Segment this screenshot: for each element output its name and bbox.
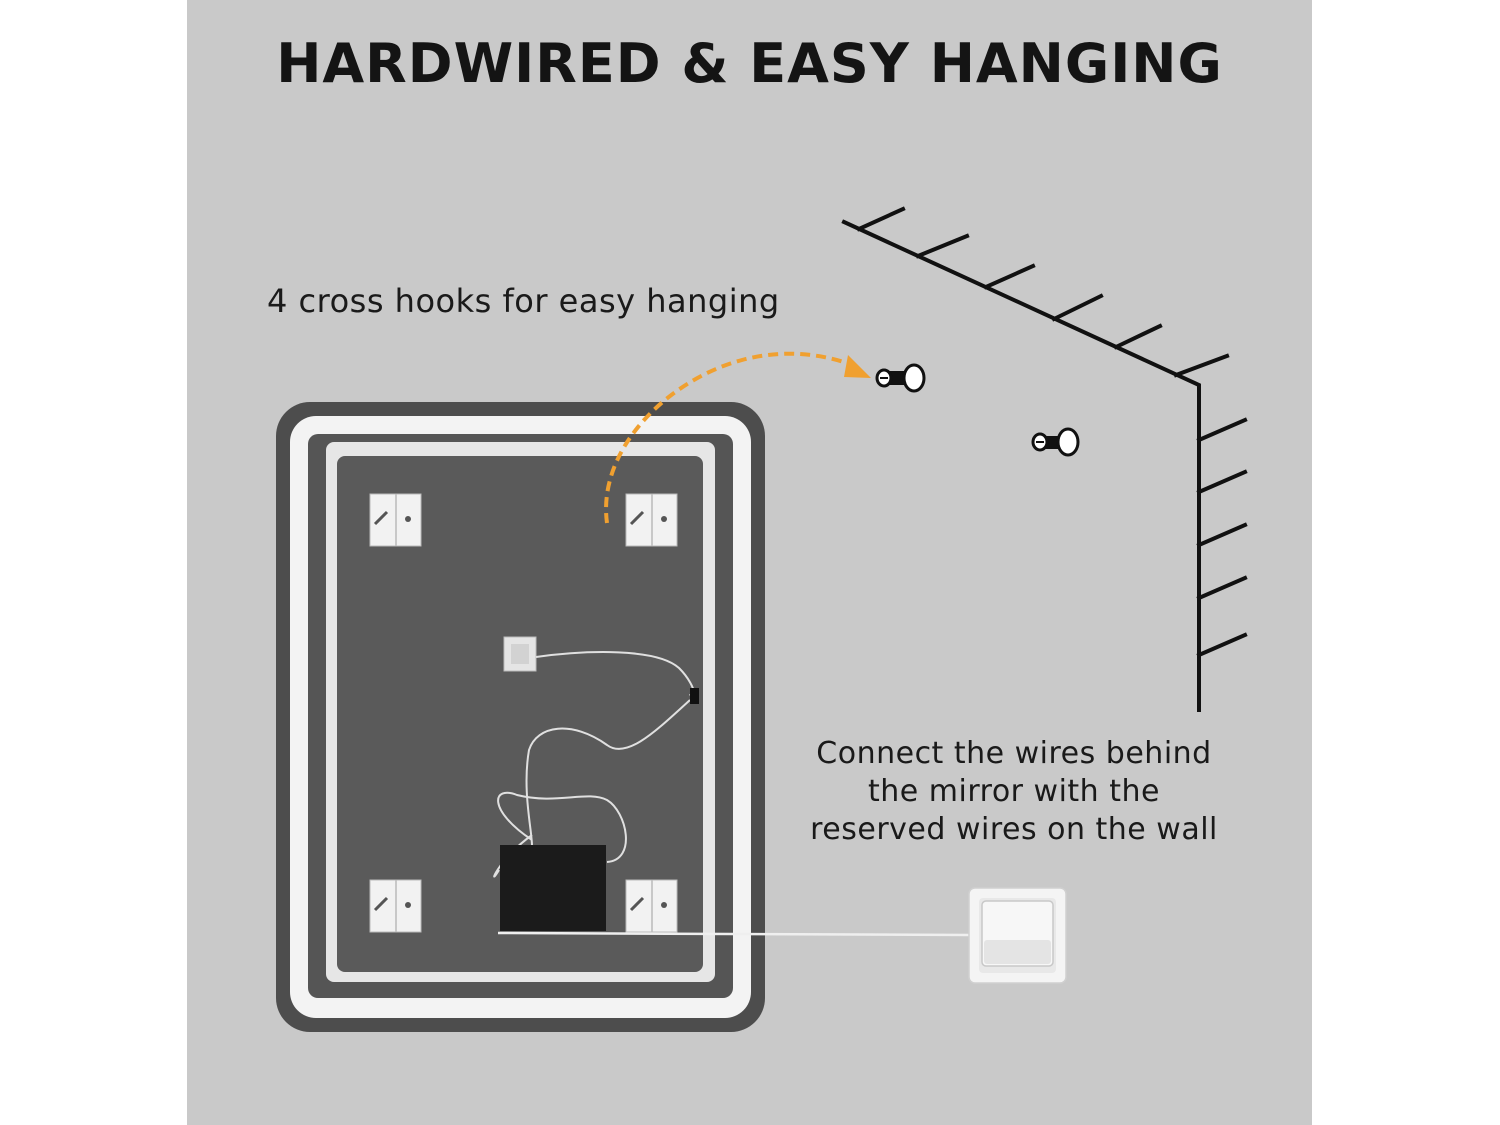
- wall-screw-icon: [1031, 427, 1080, 457]
- wall-corner: [841, 206, 1248, 712]
- wall-screw-icon: [875, 363, 926, 393]
- light-switch-icon: [968, 887, 1067, 984]
- infographic-panel: HARDWIRED & EASY HANGING 4 cross hooks f…: [187, 0, 1312, 1125]
- illustration: [276, 206, 1248, 1032]
- hanging-arrow: [604, 351, 871, 524]
- hooks-caption: 4 cross hooks for easy hanging: [267, 282, 780, 320]
- wire-to-switch: [497, 931, 971, 937]
- cross-hook-icon: [625, 493, 678, 547]
- internal-wiring: [493, 651, 696, 878]
- mirror-back: [276, 402, 765, 1032]
- sensor-pad: [503, 636, 537, 672]
- wire-connector: [690, 688, 699, 704]
- wires-caption-line-3: reserved wires on the wall: [810, 812, 1218, 847]
- page-title: HARDWIRED & EASY HANGING: [276, 32, 1223, 95]
- cross-hook-icon: [369, 879, 422, 933]
- wires-caption-line-1: Connect the wires behind: [816, 736, 1212, 771]
- cross-hook-icon: [625, 879, 678, 933]
- cross-hook-icon: [369, 493, 422, 547]
- driver-box-icon: [500, 845, 606, 931]
- wires-caption: Connect the wires behind the mirror with…: [799, 735, 1229, 849]
- wires-caption-line-2: the mirror with the: [868, 774, 1160, 809]
